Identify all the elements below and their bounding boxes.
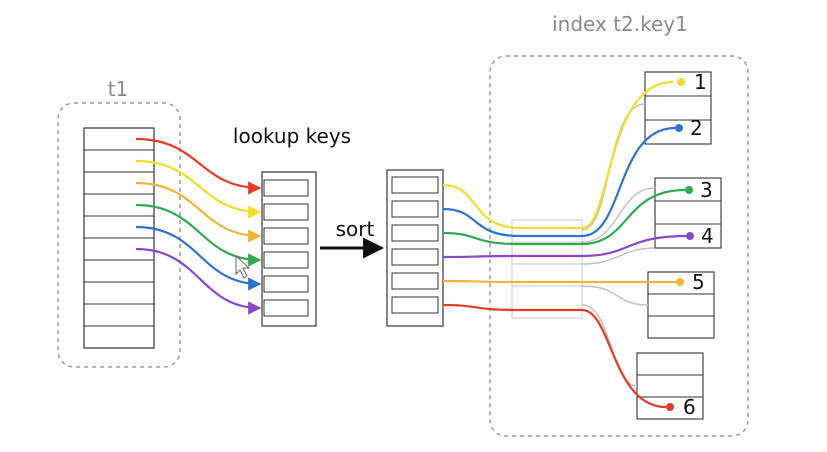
index-gray-connectors bbox=[581, 103, 656, 387]
lookup-keys-label: lookup keys bbox=[233, 124, 351, 148]
mouse-cursor bbox=[235, 254, 251, 279]
index-group-frame bbox=[489, 55, 749, 437]
t1-label: t1 bbox=[108, 77, 129, 101]
index-target-markers bbox=[666, 78, 694, 411]
t1-group-frame bbox=[57, 102, 181, 368]
t1-to-lookup-lines bbox=[135, 137, 262, 315]
index-marker-6: 6 bbox=[683, 395, 696, 419]
index-leaf-page-4 bbox=[636, 352, 704, 420]
index-marker-1: 1 bbox=[694, 70, 707, 94]
index-marker-2: 2 bbox=[690, 116, 703, 140]
t1-table bbox=[83, 127, 155, 349]
index-label: index t2.key1 bbox=[552, 12, 688, 36]
sort-label: sort bbox=[336, 217, 375, 241]
index-marker-3: 3 bbox=[700, 178, 713, 202]
sorted-keys-stack bbox=[386, 169, 444, 327]
index-internal-node bbox=[511, 219, 583, 319]
index-marker-4: 4 bbox=[701, 224, 714, 248]
lookup-keys-stack bbox=[261, 171, 317, 327]
index-marker-5: 5 bbox=[692, 270, 705, 294]
sorted-to-index-lines bbox=[442, 80, 687, 409]
